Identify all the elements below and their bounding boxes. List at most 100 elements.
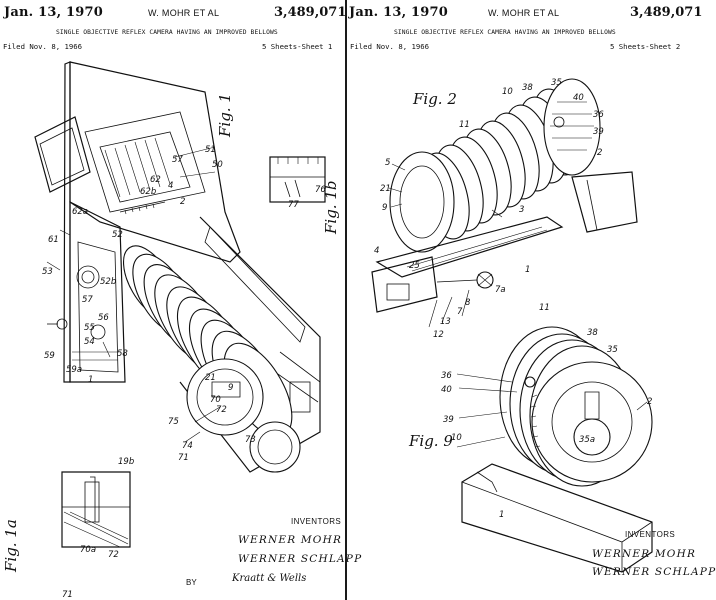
ref-numeral: 10 bbox=[502, 87, 513, 97]
fig2-rail bbox=[375, 216, 564, 278]
inventors-label: INVENTORS bbox=[291, 517, 342, 526]
ref-numeral: 1 bbox=[525, 265, 530, 275]
filed-date: Filed Nov. 8, 1966 bbox=[350, 42, 430, 51]
ref-numeral: 7a bbox=[495, 285, 506, 295]
ref-numeral: 76 bbox=[315, 185, 326, 195]
ref-numeral: 4 bbox=[168, 181, 173, 191]
sheet-label: 5 Sheets-Sheet 2 bbox=[610, 42, 681, 51]
ref-numeral: 38 bbox=[522, 83, 533, 93]
ref-numeral: 2 bbox=[597, 148, 602, 158]
ref-numeral: 36 bbox=[593, 110, 604, 120]
ref-numeral: 1 bbox=[499, 510, 504, 520]
ref-numeral: 35 bbox=[551, 78, 562, 88]
inventor-header: W. MOHR ET AL bbox=[148, 8, 220, 18]
filed-date: Filed Nov. 8, 1966 bbox=[3, 42, 83, 51]
inventor-name: Werner Mohr bbox=[238, 534, 343, 546]
by-label: BY bbox=[186, 578, 197, 587]
ref-numeral: 58 bbox=[117, 349, 128, 359]
fig-1-label: Fig. 1 bbox=[216, 93, 234, 138]
inventor-name: Werner Schlapp bbox=[238, 553, 363, 565]
ref-numeral: 56 bbox=[98, 313, 109, 323]
ref-numeral: 70 bbox=[210, 395, 221, 405]
ref-numeral: 11 bbox=[539, 303, 550, 313]
ref-numeral: 62a bbox=[72, 207, 88, 217]
fig2-carrier-block bbox=[371, 256, 438, 313]
inventor-header: W. MOHR ET AL bbox=[488, 8, 560, 18]
ref-numeral: 36 bbox=[441, 371, 452, 381]
ref-numeral: 5 bbox=[385, 158, 390, 168]
camera-body-outline bbox=[69, 61, 241, 263]
ref-numeral: 72 bbox=[216, 405, 227, 415]
ref-numeral: 53 bbox=[42, 267, 53, 277]
ref-numeral: 51 bbox=[205, 145, 216, 155]
ref-numeral: 62b bbox=[140, 187, 156, 197]
ref-numeral: 25 bbox=[409, 261, 420, 271]
patent-number: 3,489,071 bbox=[274, 5, 347, 20]
ref-numeral: 75 bbox=[168, 417, 179, 427]
ref-numeral: 8 bbox=[465, 298, 471, 308]
ref-numeral: 61 bbox=[48, 235, 59, 245]
ref-numeral: 9 bbox=[228, 383, 233, 393]
ref-numeral: 7 bbox=[457, 307, 463, 317]
ref-numeral: 35 bbox=[607, 345, 618, 355]
fig2-rear-ring bbox=[543, 78, 601, 176]
ref-numeral: 11 bbox=[459, 120, 470, 130]
patent-number: 3,489,071 bbox=[630, 5, 703, 20]
fig1a-box bbox=[61, 471, 131, 548]
ref-numeral: 59a bbox=[66, 365, 82, 375]
ref-numeral: 52b bbox=[100, 277, 116, 287]
ref-numeral: 4 bbox=[374, 246, 379, 256]
ref-numeral: 38 bbox=[587, 328, 598, 338]
fig-2-label: Fig. 2 bbox=[412, 90, 457, 108]
ref-numeral: 62 bbox=[150, 175, 161, 185]
sheet-label: 5 Sheets-Sheet 1 bbox=[262, 42, 333, 51]
camera-drawing-fig1: Fig. 1 Fig. 1b Fig. 1a 50 51 57 61 62 62… bbox=[2, 61, 340, 600]
ref-numeral: 52 bbox=[112, 230, 123, 240]
ref-numeral: 59 bbox=[44, 351, 55, 361]
ref-numeral: 2 bbox=[180, 197, 185, 207]
fig-1b-label: Fig. 1b bbox=[322, 181, 340, 236]
viewfinder-hood bbox=[34, 116, 91, 193]
sheet-divider bbox=[345, 0, 347, 600]
ref-numeral: 10 bbox=[451, 433, 462, 443]
ref-numeral: 55 bbox=[84, 323, 95, 333]
fig1b-box bbox=[269, 156, 326, 203]
ref-numeral: 71 bbox=[62, 590, 73, 600]
ref-numeral: 21 bbox=[205, 373, 216, 383]
ref-numeral: 74 bbox=[182, 441, 193, 451]
ref-numeral: 57 bbox=[172, 155, 183, 165]
bellows-drawing-fig2-fig9: Fig. 2 Fig. 9 10 38 35 40 36 39 2 11 5 2… bbox=[371, 78, 653, 573]
ref-numeral: 39 bbox=[593, 127, 604, 137]
ref-numeral: 70a bbox=[80, 545, 96, 555]
patent-sheet-1: Jan. 13, 1970 W. MOHR ET AL 3,489,071 SI… bbox=[0, 0, 361, 600]
ref-numeral: 1 bbox=[88, 375, 93, 385]
ref-numeral: 71 bbox=[178, 453, 189, 463]
ref-numeral: 40 bbox=[441, 385, 452, 395]
objective-lens bbox=[249, 421, 301, 473]
ref-numeral: 9 bbox=[382, 203, 387, 213]
fig-9-label: Fig. 9 bbox=[408, 432, 453, 450]
ref-numeral: 12 bbox=[433, 330, 444, 340]
inventor-name: Werner Mohr bbox=[592, 548, 697, 560]
ref-numeral: 21 bbox=[380, 184, 391, 194]
ref-numeral: 13 bbox=[440, 317, 451, 327]
fig9-base bbox=[461, 463, 653, 573]
ref-numeral: 19b bbox=[118, 457, 134, 467]
ref-numeral: 57 bbox=[82, 295, 93, 305]
ref-numeral: 50 bbox=[212, 160, 223, 170]
ref-numeral: 35a bbox=[579, 435, 595, 445]
ref-numeral: 2 bbox=[647, 397, 652, 407]
ref-numeral: 39 bbox=[443, 415, 454, 425]
patent-date: Jan. 13, 1970 bbox=[349, 5, 449, 20]
inventor-name: Werner Schlapp bbox=[592, 566, 716, 578]
ref-numeral: 73 bbox=[245, 435, 256, 445]
inventors-label: INVENTORS bbox=[625, 530, 676, 539]
fig-1a-label: Fig. 1a bbox=[2, 519, 20, 573]
rail-base bbox=[179, 216, 321, 473]
patent-title: SINGLE OBJECTIVE REFLEX CAMERA HAVING AN… bbox=[394, 29, 616, 36]
patent-title: SINGLE OBJECTIVE REFLEX CAMERA HAVING AN… bbox=[56, 29, 278, 36]
ref-numeral: 77 bbox=[288, 200, 299, 210]
attorney-signature: Kraatt & Wells bbox=[232, 573, 307, 584]
patent-sheet-2: Jan. 13, 1970 W. MOHR ET AL 3,489,071 SI… bbox=[347, 0, 715, 600]
ref-numeral: 3 bbox=[519, 205, 524, 215]
